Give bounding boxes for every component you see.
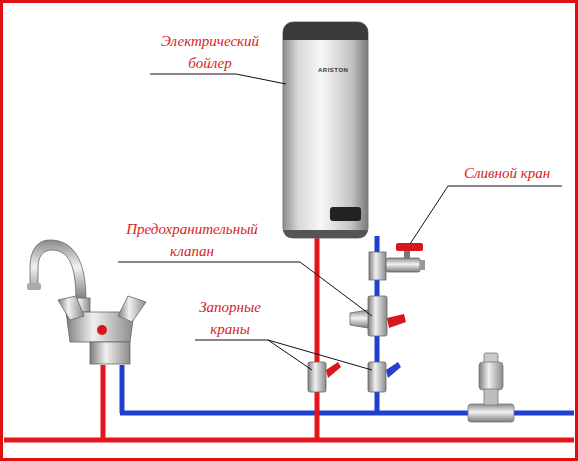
reducer-neck bbox=[484, 389, 498, 405]
faucet-handle-left bbox=[58, 296, 84, 320]
drain-tee bbox=[369, 252, 386, 280]
boiler-body bbox=[283, 22, 368, 238]
hot-riser bbox=[315, 236, 320, 440]
drain-tap-label: Сливной кран bbox=[448, 162, 566, 184]
shutoff-valves-label: Запорные краны bbox=[188, 296, 272, 340]
faucet-hot-dot bbox=[97, 325, 107, 335]
faucet-aerator bbox=[27, 283, 41, 290]
boiler bbox=[283, 22, 368, 238]
leader-line bbox=[410, 186, 562, 244]
faucet bbox=[27, 240, 146, 364]
drain-valve-body bbox=[386, 258, 420, 272]
safety-valve-lever bbox=[387, 314, 406, 328]
faucet-spout bbox=[30, 240, 86, 300]
faucet-hot-pipe bbox=[101, 365, 106, 440]
drain-outlet bbox=[420, 260, 425, 270]
boiler-bottom-rim bbox=[283, 228, 368, 238]
reducer-cap bbox=[484, 353, 498, 363]
valve-handle-red bbox=[326, 362, 341, 378]
shutoff-valve-hot bbox=[308, 362, 341, 392]
valve-body bbox=[308, 362, 326, 392]
boiler-top-cap bbox=[283, 22, 368, 40]
leader-line bbox=[150, 74, 286, 84]
hot-pipe bbox=[4, 438, 574, 443]
reducer-body bbox=[479, 362, 503, 390]
boiler-label: Электрический бойлер bbox=[150, 30, 270, 74]
reducer-fitting bbox=[468, 404, 514, 422]
safety-valve-label: Предохранительный клапан bbox=[112, 218, 272, 262]
drain-stem bbox=[404, 250, 410, 259]
safety-valve-body bbox=[368, 296, 387, 336]
leader-line bbox=[268, 340, 372, 370]
valve-handle-blue bbox=[386, 362, 401, 378]
faucet-base bbox=[90, 342, 130, 364]
faucet-handle-right bbox=[118, 296, 146, 322]
drain-tap bbox=[369, 243, 425, 280]
valve-body bbox=[368, 362, 386, 392]
leader-line bbox=[195, 340, 312, 370]
brand-logo: ARISTON bbox=[318, 66, 358, 74]
faucet-cold-pipe bbox=[120, 365, 125, 413]
safety-valve-outlet bbox=[350, 310, 368, 328]
shutoff-valve-cold bbox=[368, 362, 401, 392]
boiler-display bbox=[330, 207, 361, 221]
drain-handle bbox=[396, 243, 423, 251]
pressure-reducer bbox=[468, 353, 514, 422]
safety-valve bbox=[350, 296, 406, 336]
